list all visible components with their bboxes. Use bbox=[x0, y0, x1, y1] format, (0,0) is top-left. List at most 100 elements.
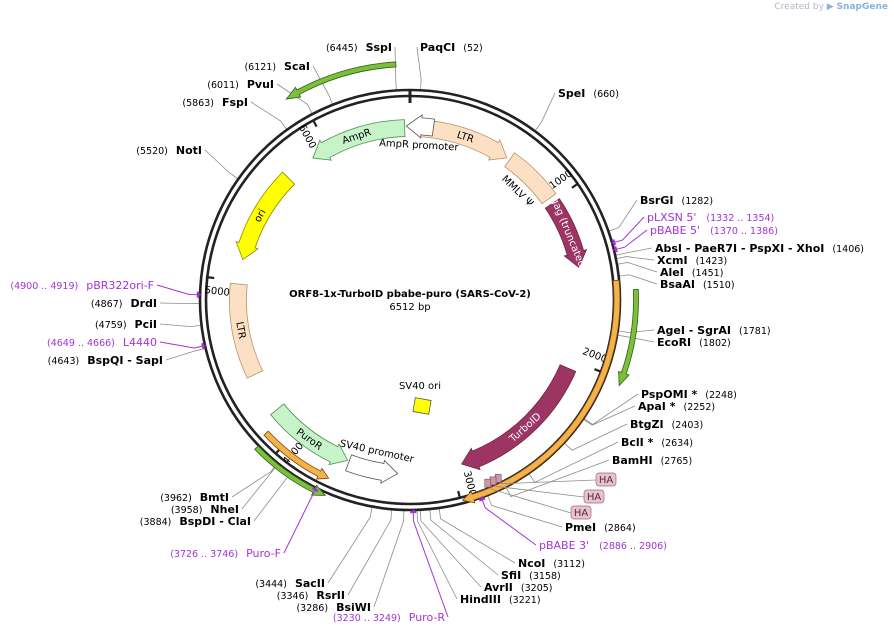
primer-position: (4900 .. 4919) bbox=[10, 281, 78, 292]
site-label: PmeI(2864) bbox=[565, 521, 636, 534]
site-position: (1423) bbox=[696, 256, 728, 267]
site-label: (6121)ScaI bbox=[244, 60, 310, 73]
site-label: (4867)DrdI bbox=[91, 297, 157, 310]
site-leader bbox=[395, 47, 396, 89]
primer-name: pBABE 5' bbox=[650, 224, 700, 237]
site-btgzi[interactable]: BtgZI (2403) bbox=[630, 418, 703, 431]
site-position: (3205) bbox=[521, 583, 553, 594]
feature-arrow bbox=[406, 115, 434, 138]
primer-position: (1370 .. 1386) bbox=[710, 226, 778, 237]
site-bsrgi[interactable]: BsrGI(1282) bbox=[640, 194, 713, 207]
site-label: (4643)BspQI - SapI bbox=[48, 354, 163, 367]
site-position: (2634) bbox=[661, 438, 693, 449]
site-sspi[interactable]: (6445)SspI bbox=[326, 41, 392, 54]
primer-name: pBABE 3' bbox=[539, 539, 589, 552]
site-position: (2864) bbox=[604, 523, 636, 534]
primer-mark bbox=[615, 246, 616, 252]
primer-l4440[interactable]: (4649 .. 4666)L4440 bbox=[47, 336, 206, 349]
primer-label: (3726 .. 3746)Puro-F bbox=[170, 547, 281, 560]
site-label: BclI * (2634) bbox=[621, 436, 693, 449]
site-name: BspDI - ClaI bbox=[179, 515, 251, 528]
site-name: HindIII bbox=[460, 593, 501, 606]
site-position: (6011) bbox=[207, 80, 239, 91]
site-pcii[interactable]: (4759)PciI bbox=[95, 318, 157, 331]
site-hindiii[interactable]: HindIII(3221) bbox=[460, 593, 541, 606]
site-bsaai[interactable]: BsaAI (1510) bbox=[660, 278, 735, 291]
site-pmei[interactable]: PmeI(2864) bbox=[565, 521, 636, 534]
site-name: PaqCI bbox=[420, 41, 455, 54]
snapgene-logo-icon: ▶ bbox=[827, 2, 834, 12]
site-paqci[interactable]: PaqCI (52) bbox=[420, 41, 483, 54]
site-label: EcoRI(1802) bbox=[657, 336, 731, 349]
primer-mark bbox=[613, 239, 615, 245]
site-bspqi[interactable]: (4643)BspQI - SapI bbox=[48, 354, 163, 367]
site-scai[interactable]: (6121)ScaI bbox=[244, 60, 310, 73]
site-apai[interactable]: ApaI * (2252) bbox=[638, 400, 715, 413]
site-position: (52) bbox=[463, 43, 483, 54]
site-name: NotI bbox=[176, 144, 202, 157]
primer-label: (3230 .. 3249)Puro-R bbox=[333, 611, 445, 624]
site-label: (4759)PciI bbox=[95, 318, 157, 331]
ha-tag-label[interactable]: HA bbox=[490, 489, 591, 519]
site-label: (3346)RsrII bbox=[277, 589, 345, 602]
primer-name: pLXSN 5' bbox=[647, 211, 696, 224]
site-bspdi[interactable]: (3884)BspDI - ClaI bbox=[140, 515, 251, 528]
feature-ori[interactable]: ori bbox=[236, 172, 295, 259]
site-drdi[interactable]: (4867)DrdI bbox=[91, 297, 157, 310]
translated-region-arrow[interactable] bbox=[463, 280, 620, 503]
feature-sv40-ori[interactable]: SV40 ori bbox=[399, 381, 441, 414]
site-position: (1510) bbox=[703, 280, 735, 291]
site-label: (3444)SacII bbox=[255, 577, 325, 590]
primer-label: (4900 .. 4919)pBR322ori-F bbox=[10, 279, 154, 292]
site-bamhi[interactable]: BamHI(2765) bbox=[612, 454, 692, 467]
feature-mmlv-[interactable]: MMLV Ψ bbox=[499, 153, 556, 210]
credit-brand: SnapGene bbox=[837, 2, 888, 12]
feature-turboid[interactable]: TurboID bbox=[462, 365, 576, 470]
site-leader bbox=[328, 508, 372, 583]
site-name: ApaI * bbox=[638, 400, 676, 413]
feature-ltr[interactable]: LTR bbox=[229, 283, 262, 378]
site-ncoi[interactable]: NcoI(3112) bbox=[518, 557, 585, 570]
primer-position: (3230 .. 3249) bbox=[333, 613, 401, 624]
primer-pbr322ori-f[interactable]: (4900 .. 4919)pBR322ori-F bbox=[10, 279, 201, 298]
site-rsrii[interactable]: (3346)RsrII bbox=[277, 589, 345, 602]
site-name: SpeI bbox=[558, 87, 585, 100]
site-pvui[interactable]: (6011)PvuI bbox=[207, 78, 274, 91]
ha-tag-text: HA bbox=[574, 508, 589, 519]
site-position: (5520) bbox=[136, 146, 168, 157]
feature-gag-truncated-[interactable]: gag (truncated) bbox=[545, 196, 588, 273]
ha-tag-leader bbox=[490, 489, 571, 513]
site-leader bbox=[488, 496, 562, 527]
site-ecori[interactable]: EcoRI(1802) bbox=[657, 336, 731, 349]
snapgene-credit[interactable]: Created by ▶ SnapGene bbox=[774, 2, 888, 12]
site-leader bbox=[618, 262, 657, 272]
primer-label: pBABE 3'(2886 .. 2906) bbox=[539, 539, 667, 552]
site-position: (4759) bbox=[95, 320, 127, 331]
feature-sv40-promoter[interactable]: SV40 promoter bbox=[339, 438, 416, 483]
site-bcli[interactable]: BclI * (2634) bbox=[621, 436, 693, 449]
site-name: EcoRI bbox=[657, 336, 691, 349]
ha-tag-leader bbox=[496, 486, 584, 497]
backbone-inner-strand bbox=[206, 96, 614, 504]
primer-position: (1332 .. 1354) bbox=[706, 213, 774, 224]
site-sacii[interactable]: (3444)SacII bbox=[255, 577, 325, 590]
tick-label: 5000 bbox=[204, 285, 231, 299]
site-fspi[interactable]: (5863)FspI bbox=[182, 96, 248, 109]
site-label: PaqCI (52) bbox=[420, 41, 483, 54]
site-position: (2403) bbox=[672, 420, 704, 431]
site-spei[interactable]: SpeI(660) bbox=[558, 87, 619, 100]
primer-leader bbox=[157, 285, 201, 295]
feature-puror[interactable]: PuroR bbox=[271, 404, 348, 465]
ha-tag-label[interactable]: HA bbox=[496, 486, 604, 503]
primer-label: pBABE 5' (1370 .. 1386) bbox=[650, 224, 778, 237]
site-name: BsaAI bbox=[660, 278, 695, 291]
site-label: BsrGI(1282) bbox=[640, 194, 713, 207]
site-noti[interactable]: (5520) NotI bbox=[136, 144, 202, 157]
site-position: (3112) bbox=[553, 559, 585, 570]
site-position: (2252) bbox=[684, 402, 716, 413]
ha-tag-text: HA bbox=[587, 492, 602, 503]
site-name: BtgZI bbox=[630, 418, 664, 431]
site-position: (5863) bbox=[182, 98, 214, 109]
site-name: BclI * bbox=[621, 436, 654, 449]
site-label: (5863)FspI bbox=[182, 96, 248, 109]
